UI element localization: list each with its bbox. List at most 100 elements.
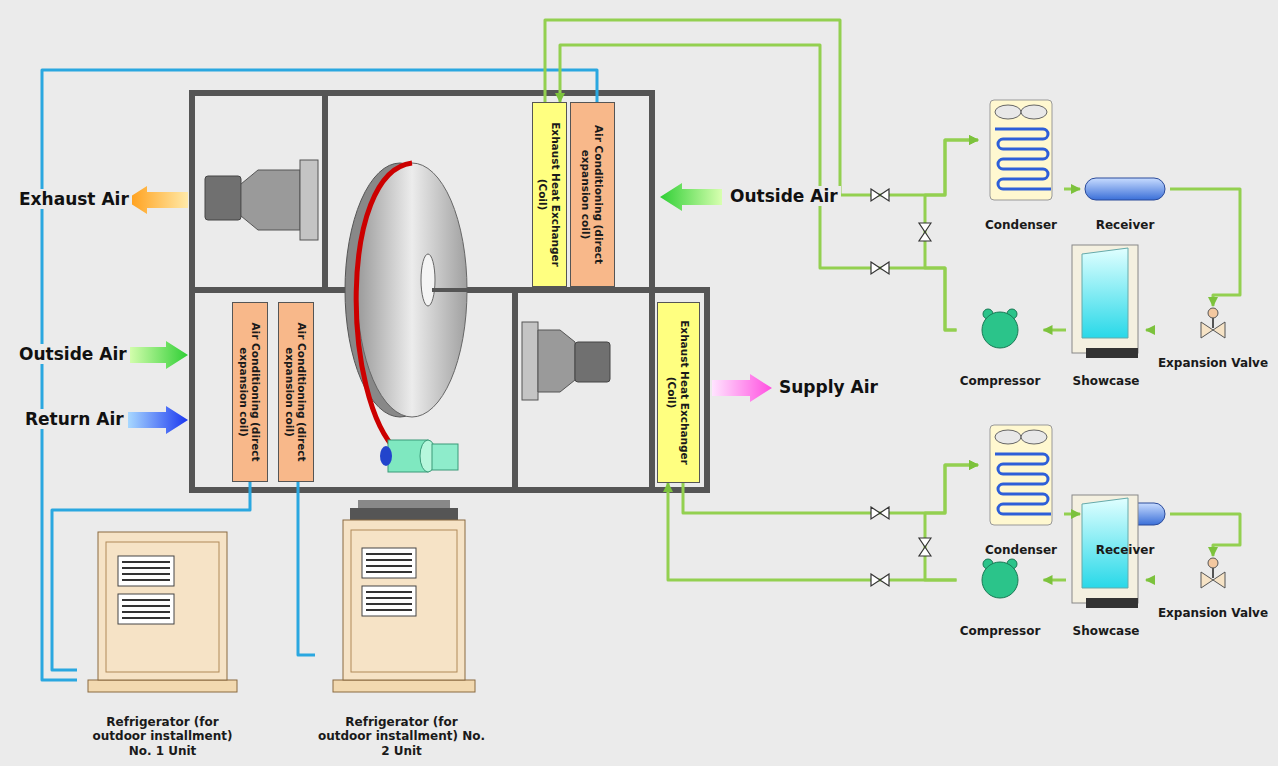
air-flow-label: Supply Air [776,377,881,397]
pipe-valve [871,574,889,586]
component-label: Expansion Valve [1158,606,1268,620]
showcase: Showcase [1066,243,1146,388]
component-label: Refrigerator (for outdoor installment) N… [318,715,485,758]
air-arrows [712,374,772,402]
pipe-valve [871,262,889,274]
refrigerant-line [1064,513,1080,516]
condenser-receiver [990,100,1165,200]
condenser: Condenser [978,98,1064,232]
pipe-valve [919,538,931,556]
supply-fan [522,322,538,400]
refrigerant-line [1170,189,1240,306]
outdoor-refrigerator-2 [358,500,450,508]
component-label: Compressor [960,624,1041,638]
component-label: Receiver [1096,543,1155,557]
air-flow-label: Return Air [22,409,127,429]
refrigerant-line [925,140,978,330]
coil-label: Air Conditioning (direct expansion coil) [232,306,268,478]
coil-label: Exhaust Heat Exchanger (Coil) [657,306,700,479]
exhaust-fan [205,176,241,220]
refrigerant-line [1170,514,1240,556]
refrigerator-unit: Refrigerator (for outdoor installment) N… [315,505,488,758]
outdoor-refrigerator-1 [88,680,237,692]
outdoor-refrigerator-2 [343,520,465,680]
outdoor-refrigerator-1 [88,532,237,692]
air-arrows [125,186,188,214]
desiccant-wheel [432,288,515,292]
outdoor-refrigerator-2 [351,530,457,672]
pipe-valve [871,189,889,201]
wheel-motor [432,444,458,470]
dx-coil: Air Conditioning (direct expansion coil) [232,302,268,482]
refrigerant-line [683,465,978,513]
refrigerant-line [668,483,957,580]
air-flow-label: Outside Air [727,186,841,206]
compressor-showcase-valve [982,312,1018,348]
air-arrows [128,341,188,369]
desiccant-wheel [421,254,435,306]
refrigerant-pipe [52,482,250,670]
compressor-showcase-valve [1086,348,1138,358]
condenser-receiver [1021,105,1047,119]
outdoor-refrigerator-1 [122,562,170,618]
refrigerant-line [1044,579,1067,582]
compressor-showcase-valve [1212,318,1214,328]
refrigerator-unit: Refrigerator (for outdoor installment) N… [77,530,248,758]
dx-coil: Air Conditioning (direct expansion coil) [278,302,314,482]
illustration [982,495,1225,608]
ahu-housing [192,93,707,490]
air-arrows [660,183,722,211]
wheel-motor [380,440,458,472]
compressor: Compressor [957,556,1044,638]
exhaust-fan [300,160,318,240]
refrigerant-pipe [298,482,315,655]
wheel-motor [380,446,392,466]
compressor-showcase-valve [1082,248,1128,338]
outdoor-refrigerator-2 [362,586,416,616]
condenser-receiver [990,100,1052,200]
heat-exchanger-coil: Exhaust Heat Exchanger (Coil) [532,102,567,287]
refrigerant-line [1146,579,1155,582]
refrigerant-line [1146,329,1155,332]
outdoor-refrigerator-1 [118,556,174,586]
component-label: Refrigerator (for outdoor installment) N… [80,715,245,758]
exhaust-fan [205,160,318,240]
condenser-receiver [995,129,1051,189]
outdoor-refrigerator-2 [333,500,475,692]
component-label: Expansion Valve [1158,356,1268,370]
expansion-valve: Expansion Valve [1155,306,1272,370]
refrigerant-line [925,465,978,580]
condenser-receiver [1085,178,1165,200]
exhaust-fan [241,170,300,230]
outdoor-refrigerator-1 [118,594,174,624]
showcase: Showcase [1066,493,1146,638]
expansion-valve: Expansion Valve [1155,556,1272,620]
compressor-showcase-valve [1072,245,1138,353]
compressor-showcase-valve [1201,322,1225,338]
ahu-housing [322,93,328,290]
pipe-valve [919,223,931,241]
condenser-receiver [995,105,1021,119]
outdoor-refrigerator-2 [362,548,416,578]
desiccant-wheel [356,163,412,452]
supply-fan [538,330,575,392]
compressor-showcase-valve [982,245,1225,358]
receiver: Receiver [1080,501,1170,557]
outdoor-refrigerator-2 [333,680,475,692]
refrigerant-pipe [42,70,597,680]
dx-coil: Air Conditioning (direct expansion coil) [570,102,615,287]
compressor: Compressor [957,306,1044,388]
condenser: Condenser [978,423,1064,557]
coil-label: Air Conditioning (direct expansion coil) [278,306,314,478]
compressor-showcase-valve [1208,308,1218,318]
component-label: Compressor [960,374,1041,388]
refrigerant-line [560,45,957,330]
desiccant-wheel [345,163,515,452]
coil-label: Exhaust Heat Exchanger (Coil) [532,106,567,283]
outdoor-refrigerator-2 [366,554,412,610]
coil-label: Air Conditioning (direct expansion coil) [570,106,615,283]
outdoor-refrigerator-2 [350,508,458,520]
heat-exchanger-coil: Exhaust Heat Exchanger (Coil) [657,302,700,483]
component-label: Condenser [985,543,1057,557]
